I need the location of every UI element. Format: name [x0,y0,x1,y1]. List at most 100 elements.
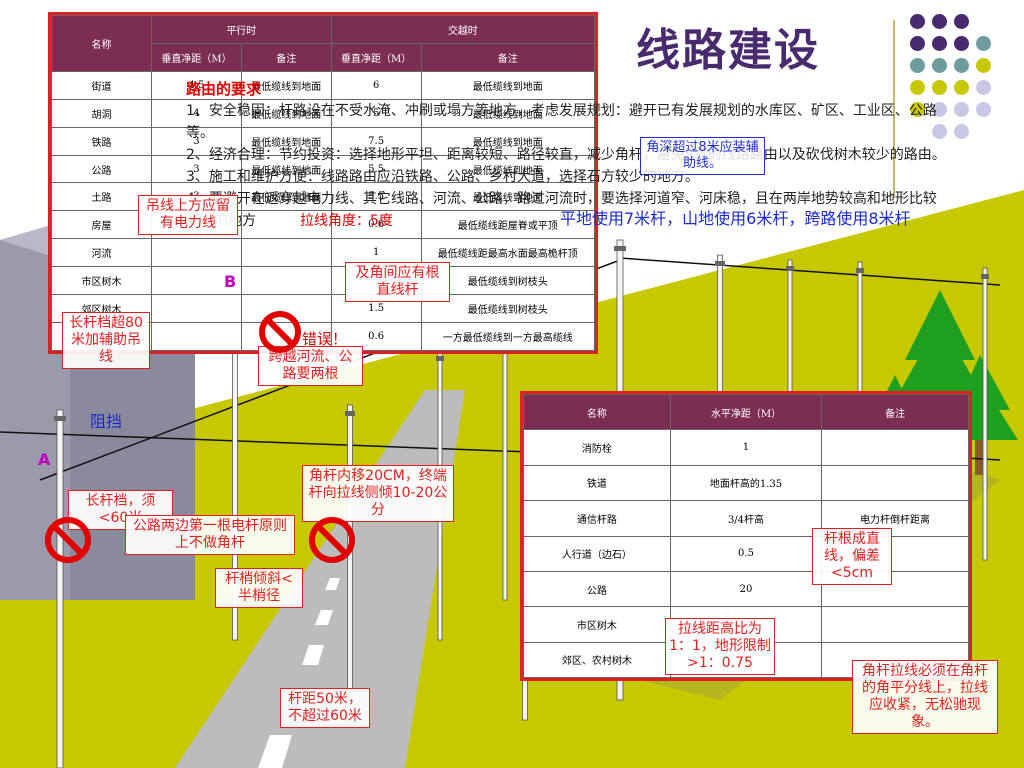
table-cell: 最低缆线到地面 [420,70,595,100]
guy-ratio-note: 拉线距高比为1：1，地形限制>1：0.75 [665,618,775,675]
prohibited-icon [309,517,355,563]
pole-crossarm [436,356,444,361]
table-cell: 铁道 [523,464,671,502]
table-cell: 7.5 [330,126,422,156]
table-cell: 街道 [51,70,152,100]
table-cell: 一方最低缆线到一方最高缆线 [420,321,595,351]
table-cell [151,321,242,351]
page-title: 线路建设 [636,25,820,76]
decorative-dot [954,102,969,117]
t1-col-name: 名称 [51,15,152,72]
table-cell: 3/4杆高 [669,500,823,537]
guy-angle-note: 拉线角度：5度 [300,213,393,229]
table-cell [240,266,332,296]
table-cell: 土路 [51,182,152,212]
requirement-2: 2、经济合理：节约投资：选择地形平坦、距离较短、路径较直，减少角杆，避免S弯的线… [186,147,946,163]
table-cell: 公路 [51,154,152,184]
table-cell: 3 [151,126,242,156]
table-cell: 20 [669,570,823,608]
point-b-label: B [224,272,237,291]
t1-col-cdist: 垂直净距（M） [330,42,422,72]
corner-shift-note: 角杆内移20CM，终端杆向拉线侧倾10-20公分 [302,465,454,522]
pole-crossarm [345,411,355,416]
table-cell: 最低缆线到地面 [240,98,332,128]
t1-col-pnote: 备注 [240,42,332,72]
decorative-dot [910,80,925,95]
table-cell: 市区树木 [523,606,671,643]
guy-corner-note: 角杆拉线必须在角杆的角平分线上，拉线应收紧，无松驰现象。 [852,660,998,734]
pole-crossarm [981,274,989,279]
over-8m-note: 角深超过8米应装辅助线。 [640,137,765,175]
decorative-dot [976,102,991,117]
table-cell: 房屋 [51,210,152,240]
decorative-dot [932,80,947,95]
pole-distance-note: 杆距50米，不超过60米 [280,688,370,728]
guy-pole-note: 及角间应有根直线杆 [345,262,450,302]
table-cell: 人行道（边石） [523,535,671,572]
table-cell: 最低缆线距屋脊或平顶 [420,210,595,240]
utility-pole [56,409,64,768]
straight-line-note: 杆根成直线，偏差<5cm [812,528,892,585]
table-row: 铁道地面杆高的1.35 [523,464,969,502]
decorative-dots [910,14,1020,154]
decorative-dot [910,14,925,29]
long-span-note: 长杆档超80米加辅助吊线 [62,312,150,369]
t1-col-crossing: 交越时 [330,15,595,44]
table-cell [821,429,969,466]
requirements-title: 路由的要求 [186,80,262,98]
decorative-dot [910,58,925,73]
point-a-label: A [38,450,51,469]
decorative-dot [932,102,947,117]
table-cell [151,238,242,268]
table-cell: 4 [151,98,242,128]
table-cell: 3 [151,154,242,184]
t1-col-pdist: 垂直净距（M） [151,42,242,72]
pole-crossarm [54,416,66,421]
table-cell [151,294,242,323]
pole-crossarm [856,268,864,273]
table-cell: 1 [669,429,823,466]
table-cell: 0.6 [330,210,422,240]
table-cell: 最低缆线到地面 [420,154,595,184]
t1-col-parallel: 平行时 [151,15,332,44]
table-cell [240,238,332,268]
tilt-note: 杆梢倾斜<半梢径 [215,568,303,608]
table-cell: 市区树木 [51,266,152,296]
decorative-dot [976,80,991,95]
table-cell: 5.5 [330,154,422,184]
utility-pole [502,334,508,601]
decorative-dot [910,36,925,51]
t2-col-name: 名称 [523,394,671,431]
decorative-dot [954,124,969,139]
decorative-dot [954,36,969,51]
pole-crossarm [786,266,794,271]
hanger-note: 吊线上方应留有电力线 [138,195,238,235]
decorative-dot [932,14,947,29]
decorative-dot [954,14,969,29]
table-cell: 公路 [523,570,671,608]
prohibited-icon [45,517,91,563]
decorative-dot [932,36,947,51]
utility-pole [982,267,988,561]
table-cell: 铁路 [51,126,152,156]
requirement-3: 3、施工和维护方便：线路路由应沿铁路、公路、乡村大道，选择石方较少的地方。 [186,169,699,185]
road-corner-note: 公路两边第一根电杆原则上不做角杆 [125,515,295,555]
pole-height-note: 平地使用7米杆，山地使用6米杆，跨路使用8米杆 [560,209,911,228]
pole-crossarm [614,246,626,251]
table-cell [821,464,969,502]
t2-col-dist: 水平净距（M） [669,394,823,431]
t2-col-note: 备注 [821,394,969,431]
table-cell: 胡洞 [51,98,152,128]
table-cell: 通信杆路 [523,500,671,537]
block-label: 阻挡 [90,412,123,431]
decorative-dot [976,58,991,73]
table-cell: 消防栓 [523,429,671,466]
t1-col-cnote: 备注 [420,42,595,72]
